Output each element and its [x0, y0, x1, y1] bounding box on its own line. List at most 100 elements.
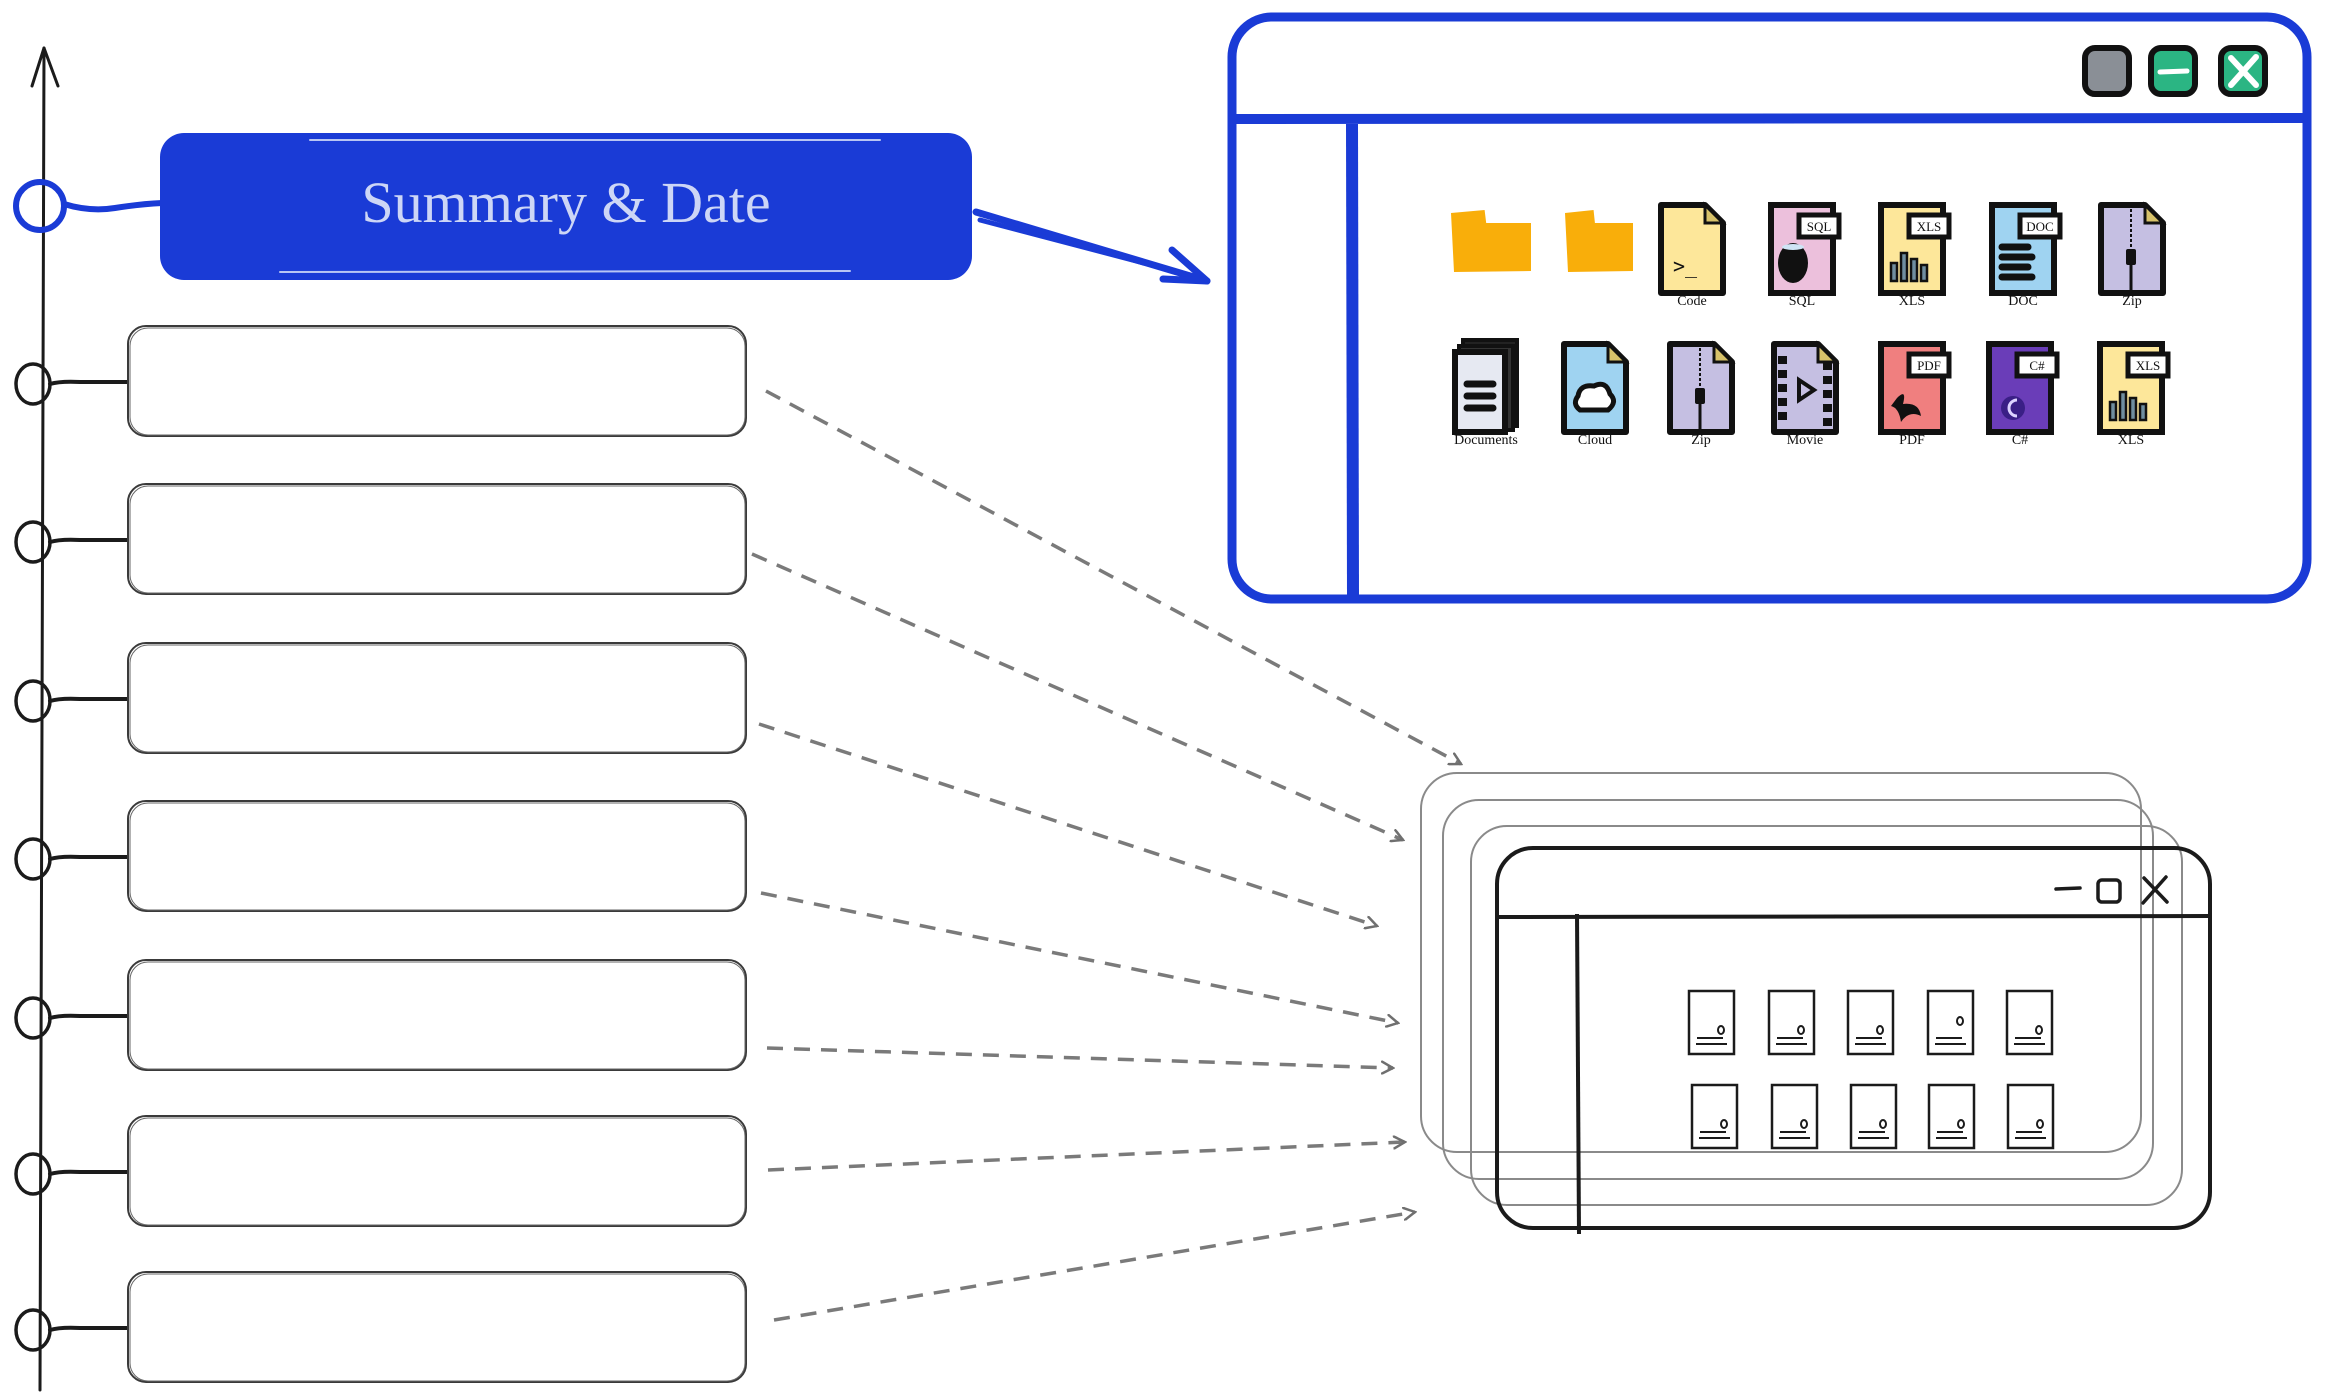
file-icon-sql[interactable]: SQL SQL: [1768, 202, 1842, 309]
timeline-entry[interactable]: [14, 483, 747, 595]
sketch-window-shadow-frame: [1420, 772, 2142, 1153]
summary-date-label: Summary & Date: [361, 170, 770, 235]
file-icon-zip[interactable]: Zip: [1667, 340, 1736, 448]
minus-icon: [2157, 68, 2190, 75]
timeline-entry[interactable]: [14, 1271, 747, 1383]
file-type-tag: SQL: [1807, 219, 1832, 234]
file-placeholder-icon[interactable]: [1927, 1083, 1976, 1150]
timeline-node-marker: [14, 520, 52, 564]
sketch-outline: [129, 485, 746, 594]
timeline-entry[interactable]: [14, 642, 747, 754]
database-icon: [1778, 243, 1808, 283]
timeline-entry-box[interactable]: [127, 642, 747, 754]
sketch-outline: [129, 1273, 746, 1382]
file-icon-code[interactable]: >_Code: [1658, 201, 1727, 309]
timeline-entry-box[interactable]: [127, 325, 747, 437]
sketch-outline: [129, 802, 746, 911]
timeline-header-node[interactable]: Summary & Date: [13, 133, 1211, 285]
file-icon-folder[interactable]: [1451, 210, 1531, 272]
timeline-entry[interactable]: [14, 959, 747, 1071]
sketch-window-controls: [2054, 875, 2169, 905]
file-type-tag: XLS: [2136, 358, 2161, 373]
file-icon-label: Documents: [1454, 433, 1518, 448]
timeline-entry-box[interactable]: [127, 483, 747, 595]
timeline-connector: [48, 1325, 131, 1332]
timeline-connector: [61, 200, 165, 213]
timeline-connector: [48, 854, 131, 861]
timeline-connector: [48, 1169, 131, 1176]
dashed-arrow: [767, 1142, 1405, 1172]
timeline-entry[interactable]: [14, 800, 747, 912]
timeline-connector: [48, 696, 131, 703]
sketch-window-titlebar-divider: [1498, 914, 2211, 919]
close-x-icon: [2228, 54, 2259, 88]
folder-icon: [1451, 210, 1531, 272]
sketch-window-shadow-frame: [1470, 825, 2183, 1206]
acrobat-icon: [1891, 394, 1921, 422]
file-icon-label: C#: [2012, 433, 2028, 448]
sketch-outline: [129, 1117, 746, 1226]
dashed-arrow: [758, 722, 1377, 926]
file-placeholder-icon[interactable]: [2006, 1083, 2055, 1150]
timeline-entry-box[interactable]: [127, 959, 747, 1071]
timeline-entry-box[interactable]: [127, 800, 747, 912]
file-placeholder-icon[interactable]: [1926, 989, 1975, 1056]
timeline-node-marker: [13, 179, 67, 233]
sketch-window-shadow-frame: [1442, 799, 2154, 1180]
timeline-connector: [48, 537, 131, 544]
folder-icon: [1565, 210, 1633, 272]
timeline-entry[interactable]: [14, 325, 747, 437]
file-placeholder-icon[interactable]: [1767, 989, 1816, 1056]
file-icon-label: DOC: [2008, 294, 2038, 309]
dashed-arrow: [773, 1212, 1415, 1322]
dashed-arrow: [760, 891, 1398, 1023]
timeline-entry[interactable]: [14, 1115, 747, 1227]
arrow-up-icon: [30, 46, 60, 88]
file-placeholder-icon[interactable]: [1770, 1083, 1819, 1150]
file-placeholder-icon[interactable]: [2005, 989, 2054, 1056]
sketch-outline: [129, 327, 746, 436]
featured-window-sidebar-divider: [1346, 123, 1359, 597]
sketch-window-frame: [1495, 846, 2212, 1230]
summary-to-window-arrow: [972, 208, 1211, 285]
file-icon-label: SQL: [1789, 294, 1815, 309]
file-placeholder-icon[interactable]: [1690, 1083, 1739, 1150]
minimize-icon[interactable]: [2054, 886, 2082, 891]
close-button[interactable]: [2218, 45, 2268, 97]
file-icon-zip[interactable]: Zip: [2098, 201, 2167, 309]
file-icon-movie[interactable]: Movie: [1771, 340, 1840, 448]
file-icon-cloud[interactable]: Cloud: [1561, 340, 1630, 448]
file-icon-documents[interactable]: Documents: [1452, 338, 1519, 448]
timeline-entry-box[interactable]: [127, 1271, 747, 1383]
timeline-node-marker: [14, 837, 52, 881]
timeline-entry-box[interactable]: [127, 1115, 747, 1227]
minimize-button[interactable]: [2148, 45, 2198, 97]
zipper-icon: [2126, 209, 2136, 293]
file-placeholder-icon[interactable]: [1846, 989, 1895, 1056]
file-icon-label: Code: [1677, 294, 1707, 309]
file-icon-label: Cloud: [1578, 433, 1612, 448]
file-icon-csharp[interactable]: C#C#: [1986, 341, 2060, 448]
file-icon-label: XLS: [1899, 294, 1925, 309]
timeline-node-marker: [14, 1152, 52, 1196]
summary-date-box[interactable]: [160, 133, 972, 280]
file-icon-label: Movie: [1787, 433, 1824, 448]
featured-window-controls: [2082, 45, 2268, 97]
maximize-button[interactable]: [2082, 45, 2132, 97]
file-type-tag: PDF: [1917, 358, 1941, 373]
close-icon[interactable]: [2141, 875, 2169, 905]
file-placeholder-icon[interactable]: [1687, 989, 1736, 1056]
timeline-node-marker: [14, 679, 52, 723]
csharp-logo-icon: [2001, 396, 2025, 420]
file-icon-folder[interactable]: [1565, 210, 1633, 272]
film-play-icon: [1778, 356, 1832, 426]
maximize-icon[interactable]: [2096, 878, 2122, 904]
file-placeholder-icon[interactable]: [1849, 1083, 1898, 1150]
bar-chart-icon: [2108, 390, 2148, 422]
